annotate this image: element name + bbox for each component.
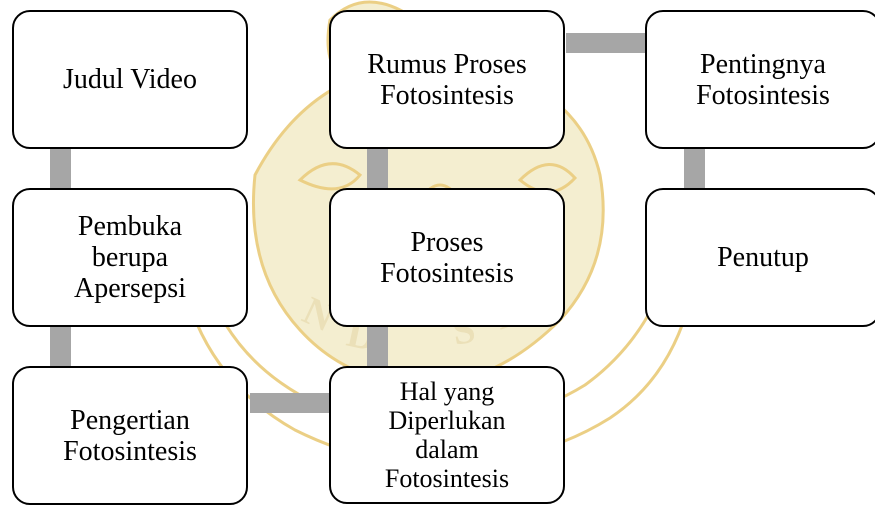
node-rumus: Rumus Proses Fotosintesis [329, 10, 565, 149]
node-pembuka: Pembuka berupa Apersepsi [12, 188, 248, 327]
node-proses: Proses Fotosintesis [329, 188, 565, 327]
node-pentingnya: Pentingnya Fotosintesis [645, 10, 875, 149]
node-hal-diperlukan: Hal yang Diperlukan dalam Fotosintesis [329, 366, 565, 504]
connector-pentingnya-penutup [684, 145, 705, 190]
connector-pengertian-hal [250, 393, 332, 413]
node-pengertian: Pengertian Fotosintesis [12, 366, 248, 505]
connector-rumus-pentingnya [566, 33, 648, 53]
connector-hal-proses [367, 325, 388, 370]
connector-judul-pembuka [50, 145, 71, 190]
node-judul-video: Judul Video [12, 10, 248, 149]
connector-pembuka-pengertian [50, 325, 71, 370]
node-penutup: Penutup [645, 188, 875, 327]
connector-proses-rumus [367, 145, 388, 190]
